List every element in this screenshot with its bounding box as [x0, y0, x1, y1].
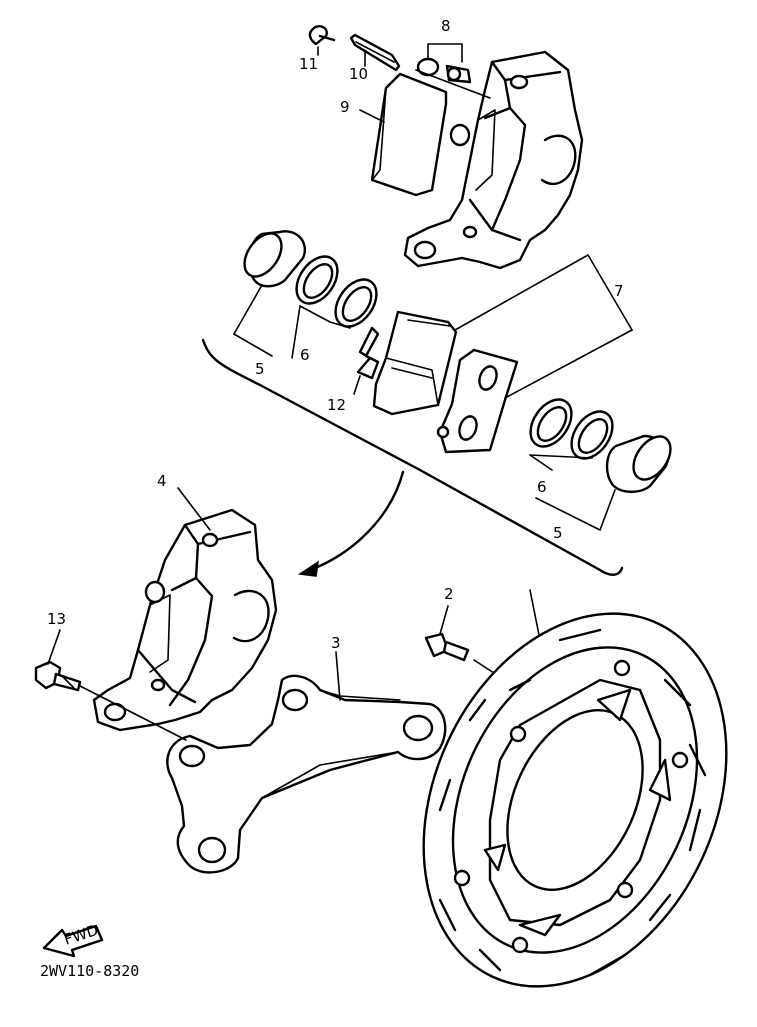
bolt-2 — [424, 632, 470, 662]
callout-9: 9 — [340, 98, 350, 116]
brake-pad-7-right — [436, 348, 519, 454]
disc-rivets — [453, 659, 689, 954]
callout-10: 10 — [349, 65, 368, 83]
kit-leader-lines — [233, 254, 633, 531]
callout-11: 11 — [299, 55, 318, 73]
bleed-screw-8 — [416, 57, 472, 84]
assembly-arrow — [297, 470, 405, 577]
caliper-bracket-3 — [166, 674, 447, 874]
fwd-arrow-icon: FWD — [42, 921, 104, 958]
upper-leader-lines — [317, 43, 491, 123]
callout-5-left: 5 — [255, 360, 265, 378]
bolt-13 — [34, 660, 82, 692]
upper-caliper-body — [403, 50, 584, 270]
diagram-code: 2WV110-8320 — [40, 962, 139, 980]
disc-slots — [438, 628, 707, 977]
pad-pin-10 — [349, 33, 401, 72]
clip-11 — [308, 25, 336, 46]
seal-6-left-inner — [334, 278, 378, 328]
disc-carrier-windows — [483, 688, 672, 937]
callout-6-right: 6 — [537, 478, 547, 496]
callout-2: 2 — [444, 585, 454, 603]
callout-13: 13 — [47, 610, 66, 628]
pad-spring-12 — [356, 326, 380, 380]
piston-5-left — [243, 230, 306, 288]
callout-4: 4 — [157, 472, 167, 490]
callout-5-right: 5 — [553, 524, 563, 542]
piston-5-right — [605, 434, 672, 493]
seal-6-right-outer — [529, 398, 573, 448]
callout-8: 8 — [441, 17, 451, 35]
callout-3: 3 — [331, 634, 341, 652]
brake-pad-7-left — [372, 310, 458, 416]
brake-disc — [422, 612, 728, 988]
upper-pad-pin-plate — [370, 72, 448, 197]
seal-6-right-inner — [570, 410, 614, 460]
seal-6-left-outer — [295, 255, 339, 305]
caliper-4 — [92, 508, 278, 732]
callout-6-left: 6 — [300, 346, 310, 364]
kit-bracket-curve — [201, 338, 624, 576]
callout-7: 7 — [614, 282, 624, 300]
callout-12: 12 — [327, 396, 346, 414]
